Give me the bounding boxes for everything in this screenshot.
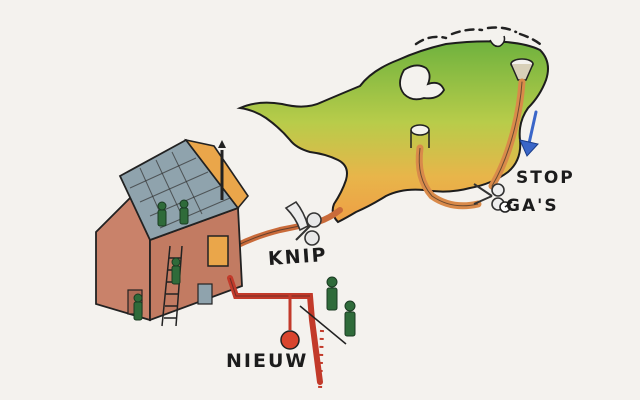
meter-box — [207, 235, 229, 267]
worker-figures-pipe — [299, 276, 356, 345]
ijsselmeer — [399, 64, 446, 101]
wadden-islands — [414, 26, 542, 46]
gas-tap-icon — [499, 201, 513, 213]
stop-label: STOP — [516, 168, 575, 188]
down-arrow-icon — [519, 110, 539, 157]
mainland — [236, 40, 549, 224]
scissors-icon-knip — [284, 200, 322, 246]
gas-storage-tank — [410, 124, 430, 148]
netherlands-map — [236, 26, 549, 224]
knip-label: KNIP — [267, 243, 329, 271]
nieuw-label: NIEUW — [226, 350, 309, 372]
new-pipe — [227, 275, 324, 391]
gas-label: GA'S — [506, 196, 559, 216]
house — [95, 138, 250, 327]
north-inlet — [489, 35, 506, 48]
worker-figures-house — [133, 199, 189, 321]
groningen-gas-well — [510, 58, 534, 81]
new-pipe-valve — [280, 330, 300, 350]
